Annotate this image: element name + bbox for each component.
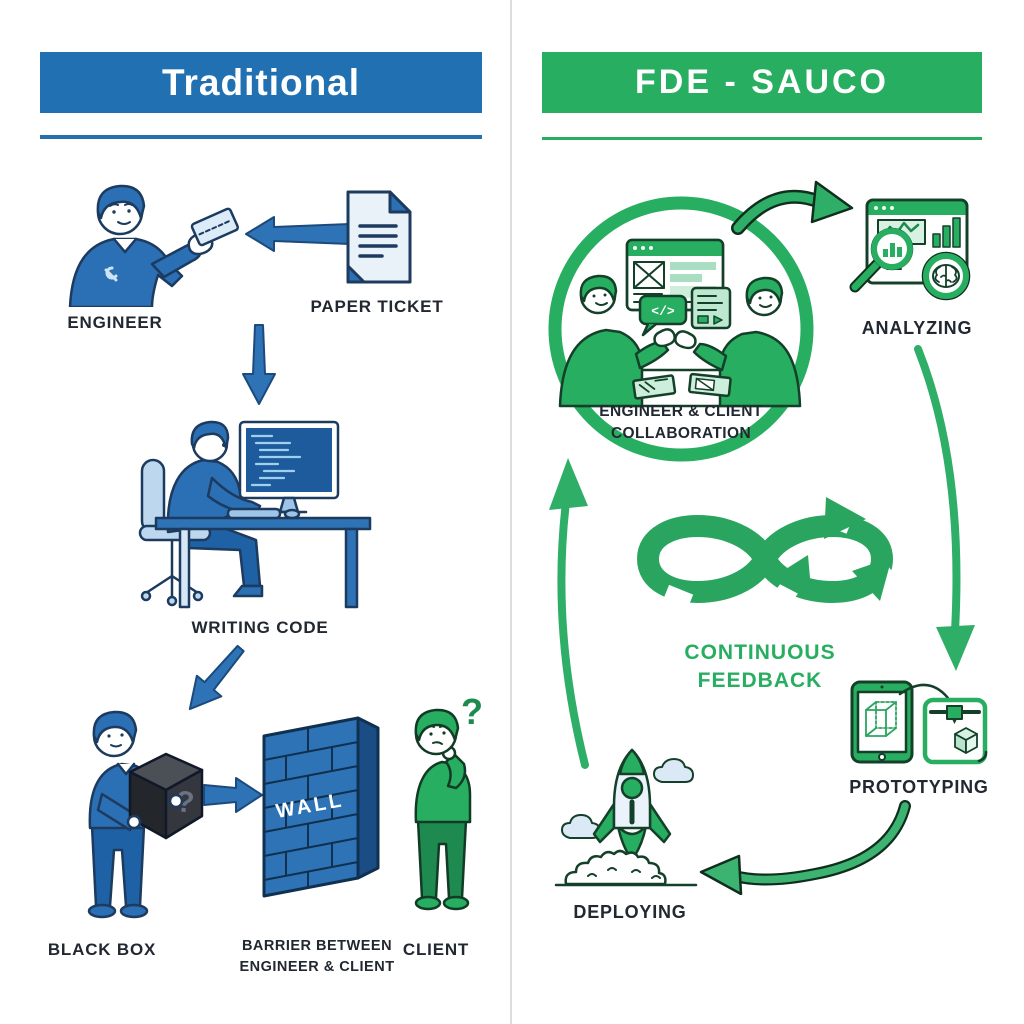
arrow-engineer-to-code-icon bbox=[242, 324, 276, 405]
client-label: CLIENT bbox=[402, 940, 470, 959]
brain-badge-icon bbox=[921, 251, 971, 301]
left-panel-underline bbox=[40, 135, 482, 139]
bar-chart-icon bbox=[932, 217, 961, 248]
magnifier-icon bbox=[849, 227, 914, 293]
black-box-cube-icon bbox=[128, 752, 204, 840]
barrier-label-line2: ENGINEER & CLIENT bbox=[239, 959, 395, 976]
left-panel-title: Traditional bbox=[161, 61, 361, 103]
arrow-deploying-to-collab-icon bbox=[549, 458, 589, 769]
deploying-illustration bbox=[554, 748, 698, 887]
paper-ticket-icon bbox=[346, 190, 412, 284]
right-panel-title-banner: FDE - SAUCO bbox=[542, 52, 982, 113]
engineer-illustration bbox=[68, 184, 240, 307]
code-chat-bubble-icon bbox=[638, 294, 688, 326]
collaboration-illustration: </> bbox=[548, 196, 814, 462]
client-question-mark: ? bbox=[461, 692, 483, 732]
writing-code-label: WRITING CODE bbox=[191, 618, 329, 637]
continuous-feedback-label: CONTINUOUS FEEDBACK bbox=[650, 639, 870, 696]
arrow-code-to-blackbox-icon bbox=[188, 644, 245, 711]
feedback-label-line2: FEEDBACK bbox=[697, 669, 823, 693]
ticket-in-hand-icon bbox=[190, 207, 240, 247]
black-box-label: BLACK BOX bbox=[47, 940, 157, 959]
black-box-illustration: ? bbox=[87, 710, 204, 919]
collaboration-label-line2: COLLABORATION bbox=[610, 425, 752, 443]
writing-code-illustration bbox=[138, 420, 372, 609]
barrier-label-line1: BARRIER BETWEEN bbox=[241, 938, 393, 954]
feedback-label-line1: CONTINUOUS bbox=[684, 641, 836, 664]
infinity-loop-icon bbox=[636, 495, 901, 616]
collaboration-label-line1: ENGINEER & CLIENT bbox=[599, 403, 763, 420]
box-question-mark: ? bbox=[174, 785, 196, 820]
right-panel-title: FDE - SAUCO bbox=[635, 63, 889, 101]
right-panel-underline bbox=[542, 137, 982, 140]
engineer-label: ENGINEER bbox=[67, 313, 163, 332]
arrow-blackbox-to-wall-icon bbox=[203, 777, 263, 813]
prototyping-illustration bbox=[850, 680, 988, 765]
arrow-collab-to-analyzing-icon bbox=[731, 180, 854, 235]
wall-illustration: WALL bbox=[262, 716, 380, 898]
arrow-prototyping-to-deploying-icon bbox=[699, 800, 911, 895]
code-bubble-text: </> bbox=[651, 304, 675, 319]
left-panel-title-banner: Traditional bbox=[40, 52, 482, 113]
column-divider bbox=[510, 0, 512, 1024]
deploying-label: DEPLOYING bbox=[573, 902, 687, 922]
analyzing-illustration bbox=[849, 198, 971, 301]
client-illustration: ? bbox=[414, 692, 483, 911]
prototyping-label: PROTOTYPING bbox=[849, 777, 989, 797]
arrow-analyzing-to-prototyping-icon bbox=[914, 345, 975, 671]
smoke-cloud-icon bbox=[564, 849, 667, 886]
analyzing-label: ANALYZING bbox=[861, 318, 973, 338]
cloud-right-icon bbox=[653, 758, 694, 783]
collaboration-label: ENGINEER & CLIENT COLLABORATION bbox=[557, 401, 805, 446]
paper-ticket-label: PAPER TICKET bbox=[310, 297, 444, 316]
wireframe-cube-icon bbox=[865, 701, 897, 737]
barrier-label: BARRIER BETWEEN ENGINEER & CLIENT bbox=[237, 936, 397, 978]
